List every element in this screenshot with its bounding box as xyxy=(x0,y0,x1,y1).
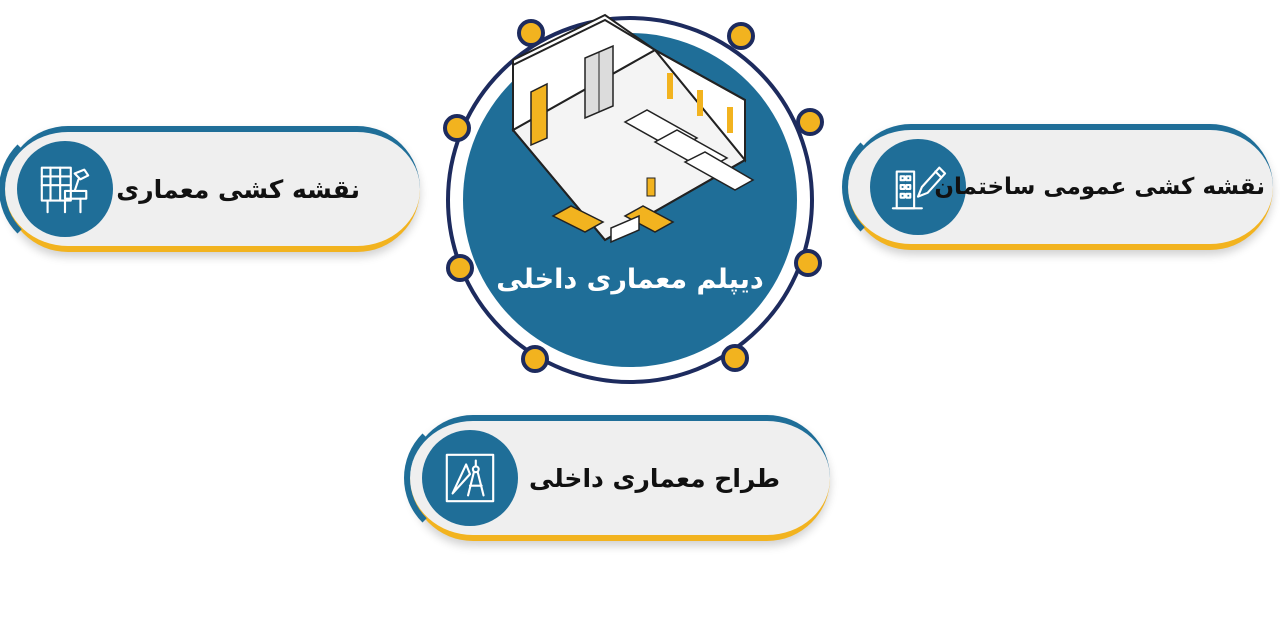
card-general-building-drafting[interactable]: نقشه کشی عمومی ساختمان xyxy=(842,124,1273,250)
drafting-tools-icon xyxy=(422,430,518,526)
hub-outer-ring xyxy=(446,16,814,384)
card-label: نقشه کشی عمومی ساختمان xyxy=(934,174,1265,200)
isometric-room-illustration xyxy=(511,13,755,244)
center-hub: دیپلم معماری داخلی xyxy=(435,10,825,390)
card-interior-designer[interactable]: طراح معماری داخلی xyxy=(404,415,830,541)
building-pencil-icon xyxy=(870,139,966,235)
hub-graphic xyxy=(443,13,824,384)
card-label: نقشه کشی معماری xyxy=(116,174,360,204)
card-label: طراح معماری داخلی xyxy=(528,463,780,493)
architect-drawing-board-icon xyxy=(17,141,113,237)
ring-dots xyxy=(443,19,824,373)
hub-title: دیپلم معماری داخلی xyxy=(496,264,764,295)
card-architectural-drafting[interactable]: نقشه کشی معماری xyxy=(0,126,420,252)
